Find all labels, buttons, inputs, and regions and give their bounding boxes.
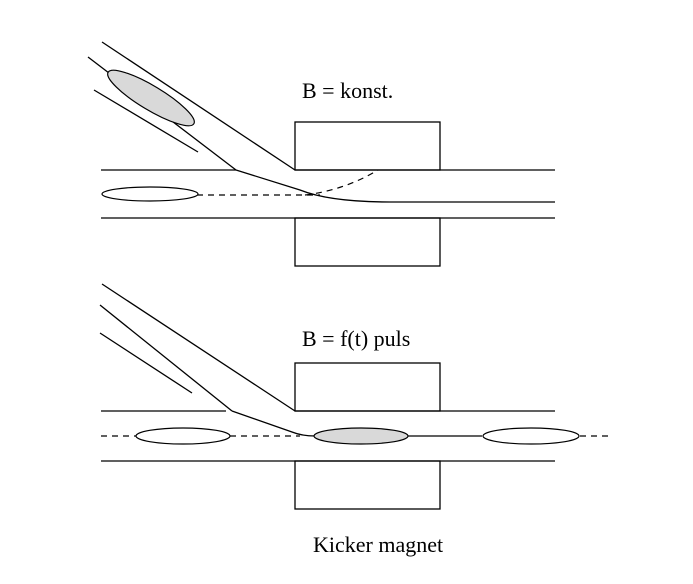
injected-bunch-top — [107, 69, 195, 127]
circulating-bunch-left-bottom — [135, 427, 231, 445]
injection-line-outer-bottom — [101, 283, 296, 412]
injection-line-outer-top — [101, 41, 296, 171]
injection-line-bottom-bottom — [99, 332, 193, 394]
panel-constant-field: B = konst. — [87, 41, 555, 267]
magnet-lower-pole-bottom — [294, 460, 441, 510]
panel-pulsed-field: B = f(t) puls — [99, 283, 612, 510]
injection-line-bottom-top — [93, 89, 199, 153]
orbit-deflection-dashed-top — [304, 169, 379, 196]
panel-label-top: B = konst. — [302, 78, 393, 103]
panel-label-bottom: B = f(t) puls — [302, 326, 410, 351]
injected-bunch-bottom — [313, 427, 409, 445]
injected-orbit-top — [235, 169, 555, 203]
magnet-upper-pole-top — [294, 121, 441, 171]
magnet-upper-pole-bottom — [294, 362, 441, 412]
injection-line-inner-bottom — [99, 304, 233, 412]
circulating-bunch-right-bottom — [482, 427, 580, 445]
diagram-caption: Kicker magnet — [313, 532, 443, 557]
magnet-lower-pole-top — [294, 217, 441, 267]
circulating-bunch-top — [101, 186, 199, 202]
